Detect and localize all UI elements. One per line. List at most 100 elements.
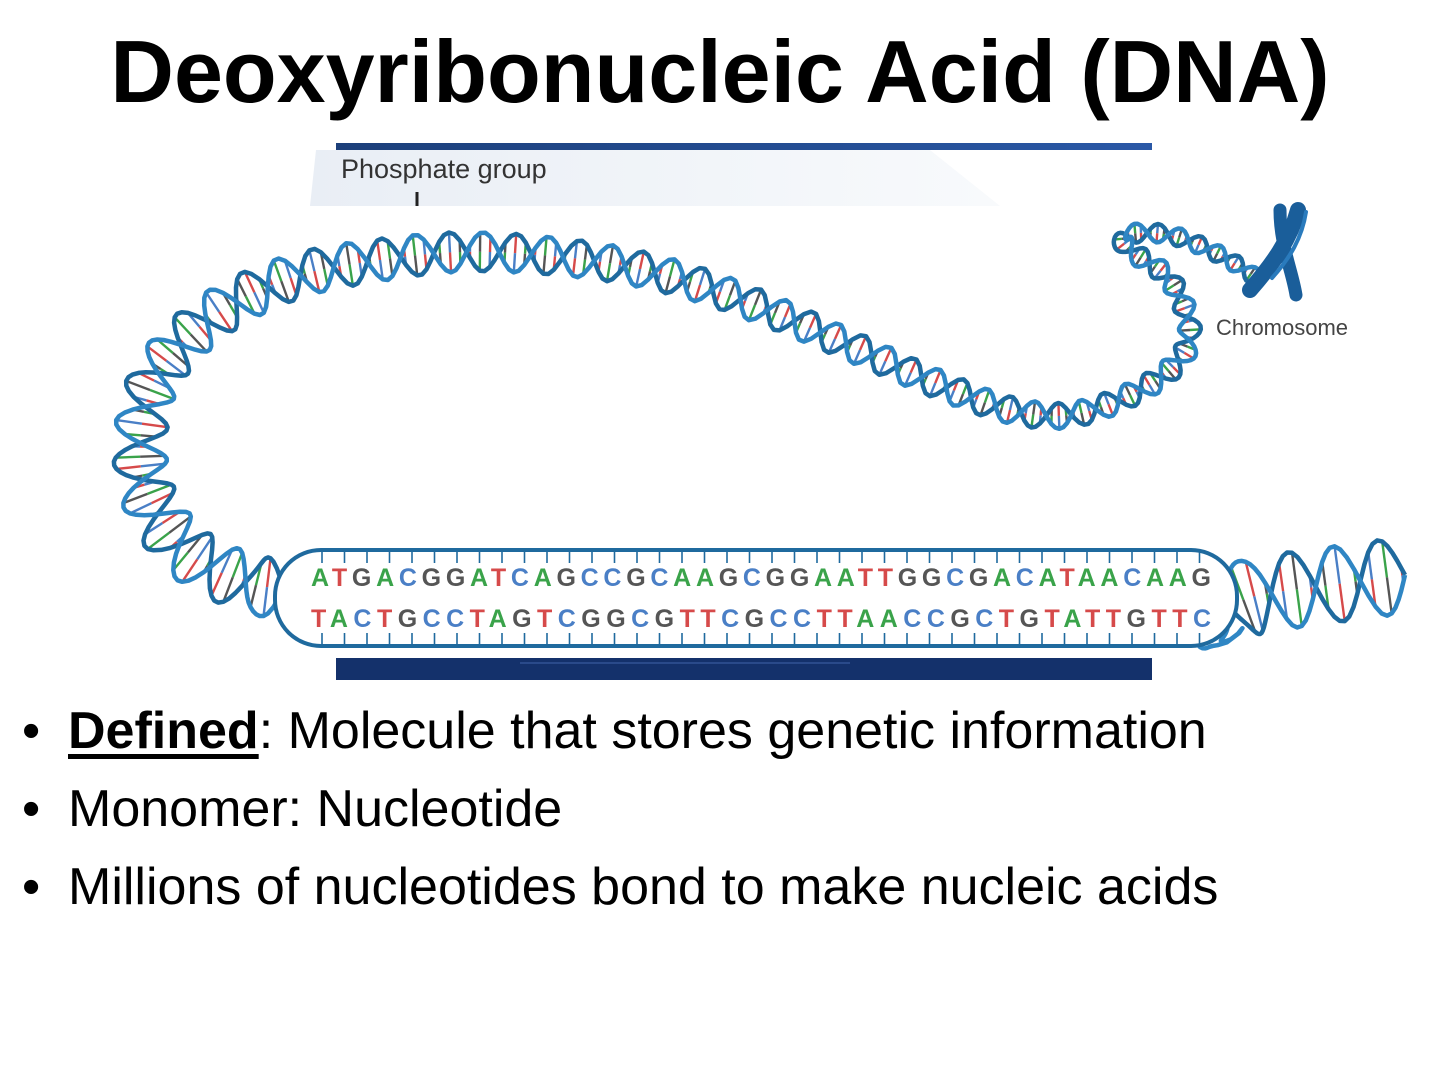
top-band-bar (336, 143, 1152, 150)
base-letter: G (556, 564, 575, 592)
base-letter: C (721, 605, 739, 633)
base-letter: T (680, 605, 695, 633)
monomer-text: Monomer: Nucleotide (68, 780, 563, 838)
base-letter: T (491, 564, 506, 592)
base-pair-half (1244, 561, 1256, 597)
base-letter: G (606, 605, 625, 633)
base-letter: T (537, 605, 552, 633)
base-letter: A (376, 564, 394, 592)
base-letter: G (352, 564, 371, 592)
base-letter: A (1100, 564, 1118, 592)
base-letter: A (1146, 564, 1164, 592)
base-pair-half (1385, 577, 1393, 614)
base-letter: A (534, 564, 552, 592)
base-letter: T (1060, 564, 1075, 592)
base-letter: A (330, 605, 348, 633)
base-letter: A (837, 564, 855, 592)
base-letter: A (311, 564, 329, 592)
base-pair-half (542, 255, 547, 274)
base-pair-half (313, 270, 321, 293)
base-letter: T (377, 605, 392, 633)
base-letter: G (398, 605, 417, 633)
base-letter: T (837, 605, 852, 633)
base-letter: C (603, 564, 621, 592)
label-band (310, 150, 1000, 206)
base-letter: A (993, 564, 1011, 592)
base-pair-half (1338, 583, 1346, 622)
base-pair-half (664, 276, 672, 294)
base-letter: C (353, 605, 371, 633)
base-pair-half (1333, 546, 1341, 584)
chromosome-icon (1242, 202, 1308, 302)
base-pair-half (140, 454, 165, 458)
base-pair-half (1253, 595, 1264, 632)
defined-term: Defined (68, 702, 259, 760)
base-pair-half (413, 255, 419, 276)
base-letter: C (770, 605, 788, 633)
base-letter: G (512, 605, 531, 633)
phosphate-label: Phosphate group (341, 154, 547, 184)
bullet-monomer: • Monomer: Nucleotide (22, 770, 1422, 848)
base-pair-half (189, 333, 208, 353)
base-letter: T (1085, 605, 1100, 633)
base-letter: T (332, 564, 347, 592)
base-pair-half (243, 271, 256, 293)
base-letter: G (719, 564, 738, 592)
base-pair-half (147, 531, 171, 550)
base-letter: C (793, 605, 811, 633)
base-pair-half (635, 268, 642, 287)
base-letter: G (422, 564, 441, 592)
base-letter: C (650, 564, 668, 592)
base-letter: A (1063, 605, 1081, 633)
base-pair-half (165, 359, 187, 377)
base-pair-half (129, 502, 152, 515)
base-letter: G (626, 564, 645, 592)
base-letter: C (558, 605, 576, 633)
base-pair-half (115, 455, 141, 459)
base-letter: A (470, 564, 488, 592)
base-letter: T (311, 605, 326, 633)
base-letter: G (969, 564, 988, 592)
base-pair-half (668, 259, 676, 277)
base-letter: G (1192, 564, 1211, 592)
base-pair-half (1290, 552, 1299, 590)
base-pair-half (222, 576, 234, 603)
base-letter: G (1020, 605, 1039, 633)
bullet-dot: • (22, 780, 41, 838)
base-pair-half (125, 379, 151, 392)
base-letter: T (817, 605, 832, 633)
base-letter: T (1151, 605, 1166, 633)
base-pair-half (146, 345, 168, 362)
base-pair-half (123, 492, 148, 505)
base-pair-half (168, 515, 192, 534)
base-letter: C (946, 564, 964, 592)
base-letter: T (858, 564, 873, 592)
base-pair-half (265, 558, 272, 588)
base-pair-half (173, 316, 192, 336)
bottom-band-bar (336, 658, 1152, 680)
base-pair-half (253, 291, 265, 314)
base-letter: G (1127, 605, 1146, 633)
base-letter: C (399, 564, 417, 592)
base-pair-half (205, 291, 221, 313)
base-pair-half (345, 243, 351, 265)
bullet-dot: • (22, 702, 41, 760)
base-pair-half (272, 260, 283, 282)
defined-text: : Molecule that stores genetic informati… (258, 702, 1207, 760)
base-letter: T (999, 605, 1014, 633)
base-letter: C (1193, 605, 1211, 633)
base-letter: G (898, 564, 917, 592)
base-pair-half (308, 249, 316, 272)
base-letter: A (673, 564, 691, 592)
base-pair-half (210, 572, 223, 597)
base-pair-half (608, 245, 615, 264)
base-pair-half (543, 236, 548, 256)
base-letter: G (581, 605, 600, 633)
base-letter: A (856, 605, 874, 633)
base-pair-half (1242, 599, 1257, 633)
base-letter: C (1123, 564, 1141, 592)
sequence-box (273, 548, 1239, 648)
base-letter: C (631, 605, 649, 633)
